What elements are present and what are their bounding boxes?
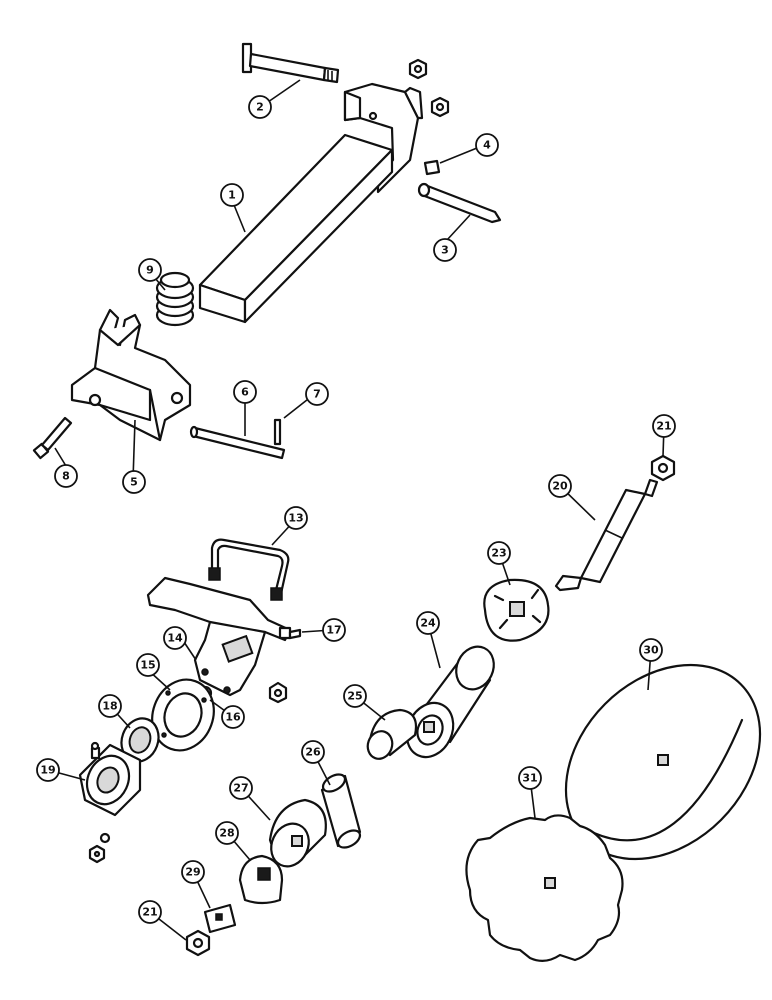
part-3-pin [417,182,502,224]
callout-3-label: 3 [441,244,449,257]
callout-15: 15 [136,653,160,677]
callout-26-label: 26 [305,746,321,759]
part-7-roll-pin [273,418,282,446]
callout-21-top: 21 [652,414,676,438]
callout-21-top-label: 21 [656,420,671,433]
part-20-axle [554,478,659,592]
callout-20-label: 20 [552,480,568,493]
callout-31: 31 [518,766,542,790]
part-19-housing [78,743,142,817]
callout-9-label: 9 [146,264,154,277]
callout-17-label: 17 [326,624,341,637]
callout-2-label: 2 [256,101,264,114]
callout-19: 19 [36,758,60,782]
callout-31-label: 31 [522,772,537,785]
callout-14: 14 [163,626,187,650]
callout-17: 17 [322,618,346,642]
callout-29: 29 [181,860,205,884]
callout-13-label: 13 [288,512,303,525]
callout-4-label: 4 [483,139,491,152]
callout-14-label: 14 [167,632,183,645]
callout-7: 7 [305,382,329,406]
part-15-flange [151,678,215,752]
callout-3: 3 [433,238,457,262]
callout-24-label: 24 [420,617,436,630]
part-21-nut-top [650,454,676,482]
part-23-spool [483,578,550,642]
callout-23-label: 23 [491,547,506,560]
callout-13: 13 [284,506,308,530]
part-14-hanger [146,576,292,697]
callout-21-bottom-label: 21 [142,906,157,919]
part-4-clip [423,159,441,176]
callout-25: 25 [343,684,367,708]
part-21-nut-bottom [185,929,211,957]
callout-23: 23 [487,541,511,565]
part-25-cone [366,708,418,760]
callout-30: 30 [639,638,663,662]
callout-7-label: 7 [313,388,321,401]
callout-15-label: 15 [140,659,155,672]
callout-29-label: 29 [185,866,200,879]
callout-21-bottom: 21 [138,900,162,924]
grease-fitting [90,741,101,760]
part-27-cone [268,798,327,868]
part-8-bolt [32,416,73,460]
callout-18: 18 [98,694,122,718]
callout-9: 9 [138,258,162,282]
callout-27-label: 27 [233,782,248,795]
callout-4: 4 [475,133,499,157]
callout-1: 1 [220,183,244,207]
part-1-arm [198,82,424,324]
callout-28-label: 28 [219,827,234,840]
part-24-spool [405,645,495,759]
callout-2: 2 [248,95,272,119]
callout-19-label: 19 [40,764,55,777]
callout-18-label: 18 [102,700,117,713]
callout-20: 20 [548,474,572,498]
callout-5-label: 5 [130,476,138,489]
part-9-spring [155,271,195,327]
callout-26: 26 [301,740,325,764]
hex-nut-top-2 [430,96,450,118]
washer-19 [99,832,111,844]
hex-nut-top-1 [408,58,428,80]
part-17-bolt [278,626,302,640]
callout-1-label: 1 [228,189,236,202]
part-26-spacer [320,773,362,849]
part-2-bolt [241,42,340,84]
part-29-plate [203,903,237,934]
callout-6: 6 [233,380,257,404]
callout-30-label: 30 [643,644,659,657]
callout-27: 27 [229,776,253,800]
callout-28: 28 [215,821,239,845]
hex-nut-19 [88,844,106,864]
callout-6-label: 6 [241,386,249,399]
callout-8: 8 [54,464,78,488]
callout-24: 24 [416,611,440,635]
part-6-rod [189,425,286,460]
hex-nut-14 [268,681,288,704]
callout-5: 5 [122,470,146,494]
callout-8-label: 8 [62,470,70,483]
part-31-notched-disc [465,814,624,962]
callout-25-label: 25 [347,690,362,703]
callout-16-label: 16 [225,711,241,724]
part-28-retainer [238,854,284,905]
callout-16: 16 [221,705,245,729]
part-13-u-bolt [208,538,290,601]
part-5-bracket [70,308,192,442]
